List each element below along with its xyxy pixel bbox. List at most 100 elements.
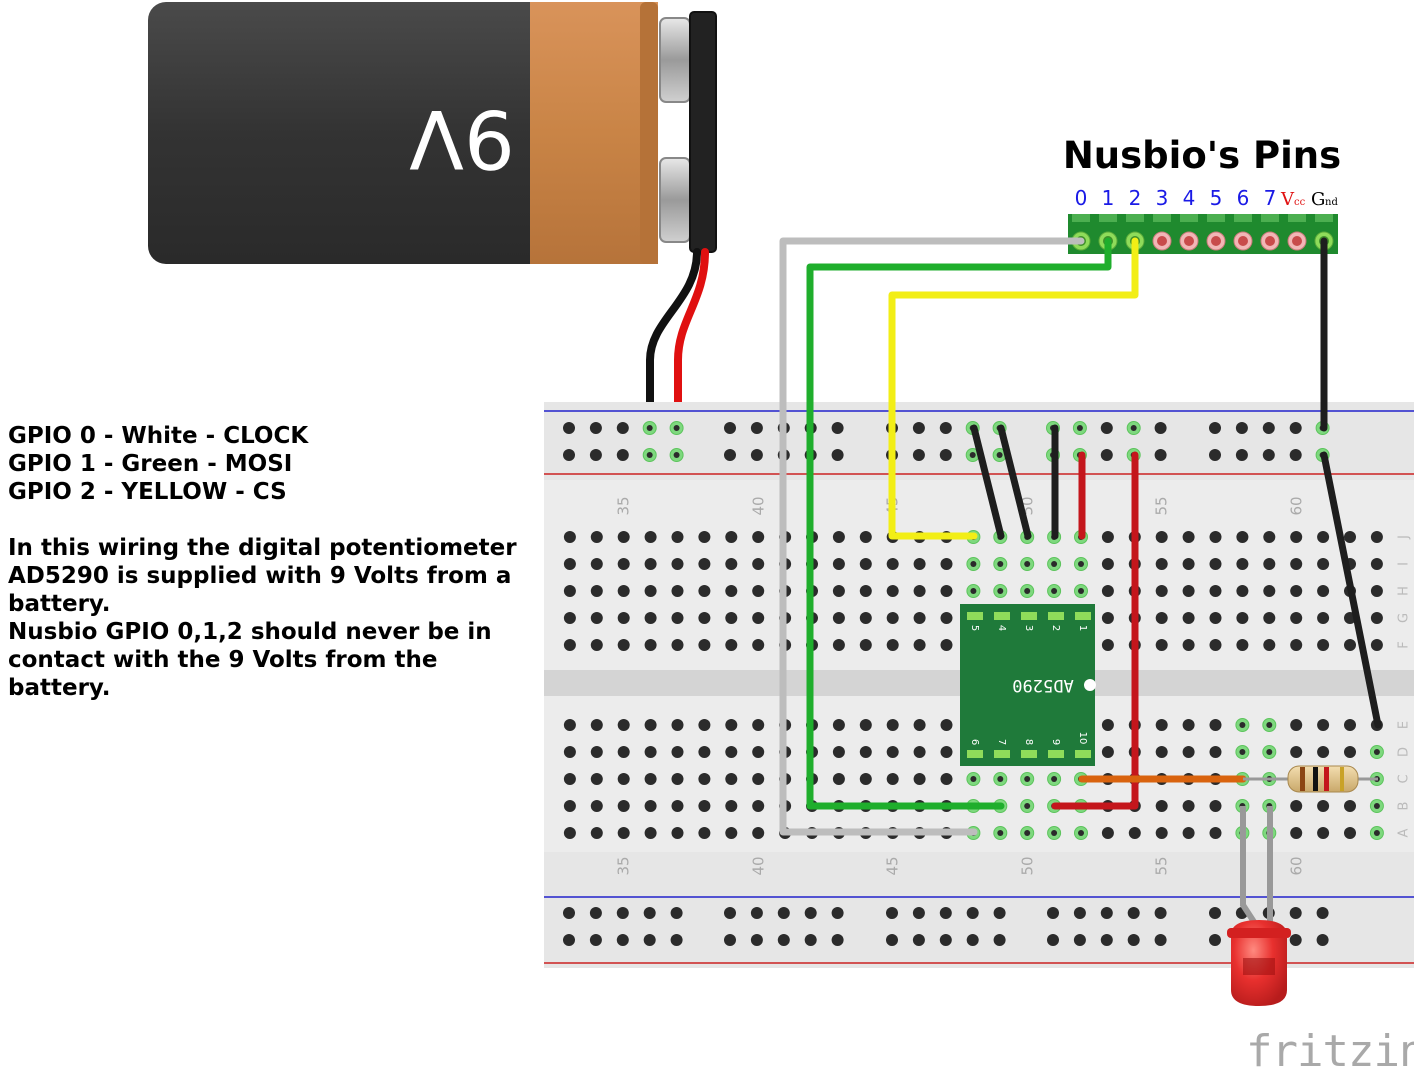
nusbio-header: [1068, 214, 1338, 254]
breadboard-hole: [670, 934, 683, 946]
breadboard-hole-center: [1051, 561, 1058, 567]
header-pin-tab: [1153, 214, 1171, 222]
breadboard-hole: [698, 827, 711, 839]
pin-label-gnd-main: G: [1311, 189, 1325, 210]
breadboard-hole: [590, 531, 603, 543]
breadboard-hole: [1370, 558, 1383, 570]
breadboard-hole: [617, 639, 630, 651]
breadboard-hole: [1370, 585, 1383, 597]
breadboard-hole: [1101, 719, 1114, 731]
breadboard-hole-center: [1239, 749, 1246, 755]
breadboard-hole: [1263, 612, 1276, 624]
breadboard-hole: [1263, 531, 1276, 543]
breadboard-hole: [1289, 449, 1302, 461]
breadboard-hole: [1100, 907, 1113, 919]
breadboard-hole: [644, 719, 657, 731]
breadboard-hole: [752, 639, 765, 651]
note-gpio2: GPIO 2 - YELLOW - CS: [8, 479, 287, 505]
breadboard-hole: [1209, 612, 1222, 624]
description-line: battery.: [8, 675, 111, 701]
breadboard-hole: [1209, 827, 1222, 839]
breadboard-hole: [1209, 558, 1222, 570]
breadboard-hole: [1236, 639, 1249, 651]
breadboard-hole: [912, 907, 925, 919]
breadboard-hole: [671, 585, 684, 597]
description-line: In this wiring the digital potentiometer: [8, 535, 517, 561]
breadboard-hole-center: [1051, 830, 1058, 836]
breadboard-hole: [1101, 585, 1114, 597]
breadboard-hole: [1182, 531, 1195, 543]
breadboard-hole: [1155, 746, 1168, 758]
pin-label: 4: [1183, 186, 1196, 210]
battery-lead-red: [674, 248, 709, 459]
breadboard-hole: [1209, 639, 1222, 651]
breadboard-hole: [563, 449, 575, 461]
breadboard-hole: [859, 746, 872, 758]
header-pin-tab: [1288, 214, 1306, 222]
breadboard-hole: [1155, 800, 1168, 812]
chip-name: AD5290: [1012, 675, 1073, 695]
breadboard-hole: [752, 558, 765, 570]
pin-label: 1: [1102, 186, 1115, 210]
breadboard-hole: [886, 639, 899, 651]
breadboard-hole: [563, 773, 576, 785]
column-number: 55: [1153, 496, 1171, 515]
chip-pin-label: 10: [1077, 732, 1088, 745]
breadboard-hole-center: [1024, 830, 1031, 836]
breadboard-hole: [671, 719, 684, 731]
resistor: [1243, 765, 1378, 793]
pin-label: 2: [1129, 186, 1142, 210]
breadboard-hole: [1209, 585, 1222, 597]
breadboard-hole: [750, 934, 763, 946]
breadboard-hole: [1101, 746, 1114, 758]
breadboard-hole: [1370, 531, 1383, 543]
pin-label: 0: [1075, 186, 1088, 210]
breadboard-hole-center: [1051, 776, 1058, 782]
column-number: 55: [1153, 856, 1171, 875]
breadboard-hole: [1155, 639, 1168, 651]
breadboard-hole: [1290, 639, 1303, 651]
breadboard-hole-center: [1024, 776, 1031, 782]
chip-pin-label: 9: [1050, 739, 1061, 745]
wire-white-clock: [779, 237, 1085, 836]
breadboard-hole: [563, 558, 576, 570]
breadboard-hole: [1317, 531, 1330, 543]
breadboard-hole: [993, 907, 1006, 919]
breadboard-hole: [563, 585, 576, 597]
breadboard-hole: [832, 639, 845, 651]
chip-pin-label: 6: [969, 739, 980, 745]
breadboard-hole: [913, 719, 926, 731]
breadboard-hole: [913, 639, 926, 651]
breadboard-hole-center: [1373, 803, 1380, 809]
breadboard-hole: [912, 934, 925, 946]
breadboard-hole: [1127, 934, 1140, 946]
breadboard-hole: [939, 934, 952, 946]
breadboard-hole: [1101, 639, 1114, 651]
breadboard-hole: [671, 639, 684, 651]
header-pin-tab: [1234, 214, 1252, 222]
breadboard-hole: [1209, 719, 1222, 731]
note-gpio1: GPIO 1 - Green - MOSI: [8, 451, 293, 477]
breadboard-hole: [859, 612, 872, 624]
breadboard-hole: [832, 746, 845, 758]
breadboard-hole: [1290, 746, 1303, 758]
chip-pin-label: 2: [1050, 625, 1061, 631]
breadboard-hole: [1290, 719, 1303, 731]
breadboard-hole-center: [1076, 425, 1083, 431]
row-letter: G: [1397, 613, 1412, 623]
wiring-notes: GPIO 0 - White - CLOCK GPIO 1 - Green - …: [8, 422, 548, 702]
breadboard-hole: [1290, 558, 1303, 570]
breadboard-hole: [1182, 719, 1195, 731]
description: In this wiring the digital potentiometer…: [8, 534, 548, 702]
breadboard-hole: [940, 746, 953, 758]
breadboard-hole: [832, 719, 845, 731]
breadboard-hole: [563, 800, 576, 812]
breadboard-hole: [1101, 531, 1114, 543]
breadboard-hole: [831, 934, 844, 946]
breadboard-hole: [1128, 827, 1141, 839]
breadboard-hole: [1182, 639, 1195, 651]
breadboard-hole: [724, 422, 736, 434]
breadboard-hole-center: [1024, 588, 1031, 594]
breadboard-hole: [1344, 531, 1356, 543]
